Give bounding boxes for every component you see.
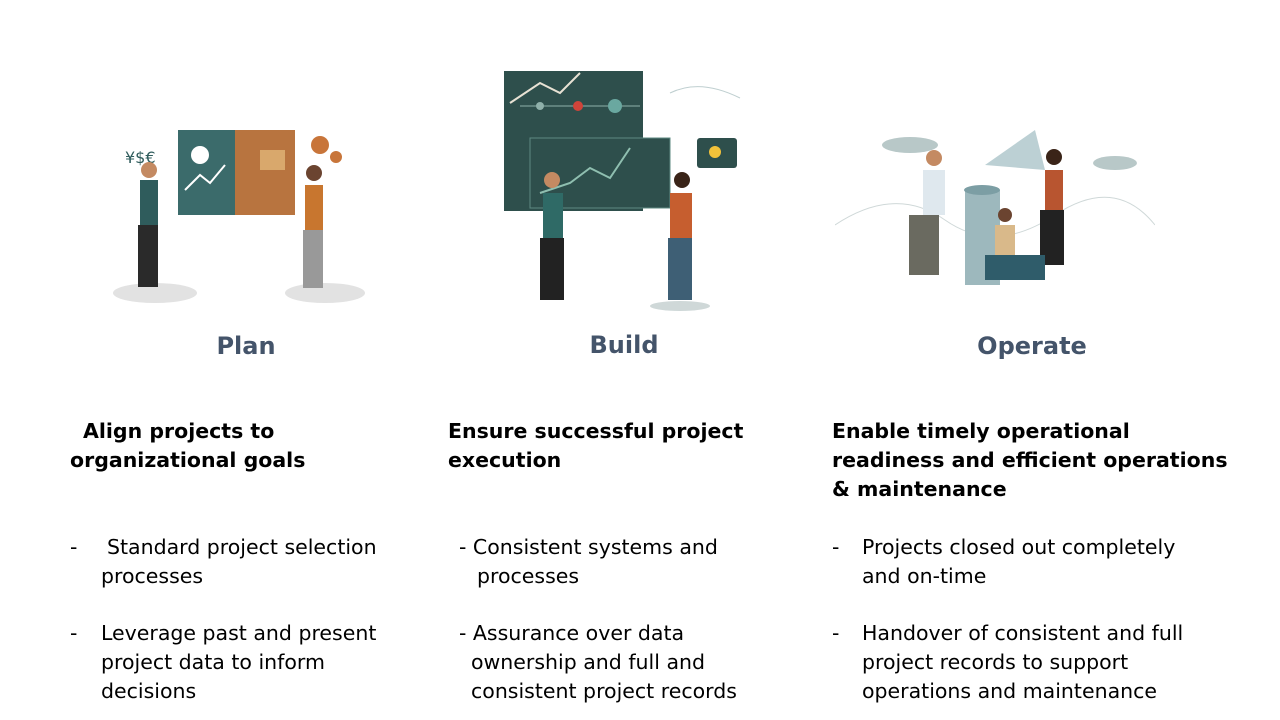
bullet-line: decisions	[101, 679, 197, 703]
bullet-dash: -	[70, 535, 78, 559]
bullet-line: consistent project records	[471, 679, 737, 703]
bullet-line: and on-time	[862, 564, 987, 588]
goal-line: Enable timely operational	[832, 419, 1130, 443]
bullet-dash: -	[832, 535, 840, 559]
bullet-operate-2: - Handover of consistent and full projec…	[832, 619, 1183, 706]
bullet-plan-1: - Standard project selection processes	[70, 533, 377, 591]
operate-illustration	[835, 130, 1155, 285]
bullet-line: processes	[477, 564, 580, 588]
phase-title-operate: Operate	[977, 332, 1087, 360]
bullet-line: project records to support	[862, 650, 1129, 674]
plan-illustration: ¥$€	[113, 130, 365, 303]
goal-line: execution	[448, 448, 562, 472]
bullet-dash: -	[70, 621, 78, 645]
phase-title-plan: Plan	[216, 332, 276, 360]
goal-line: organizational goals	[70, 448, 306, 472]
bullet-line: operations and maintenance	[862, 679, 1158, 703]
goal-operate: Enable timely operational readiness and …	[832, 417, 1228, 504]
bullet-operate-1: - Projects closed out completely and on-…	[832, 533, 1175, 591]
phase-title-build: Build	[589, 331, 659, 359]
bullet-line: - Consistent systems and	[459, 535, 718, 559]
goal-build: Ensure successful project execution	[448, 417, 743, 475]
bullet-line: ownership and full and	[471, 650, 706, 674]
bullet-line: Handover of consistent and full	[862, 621, 1184, 645]
bullet-line: project data to inform	[101, 650, 325, 674]
goal-line: & maintenance	[832, 477, 1007, 501]
bullet-plan-2: - Leverage past and present project data…	[70, 619, 376, 706]
build-illustration	[504, 71, 741, 311]
goal-plan: Align projects to organizational goals	[70, 417, 305, 475]
bullet-build-2: - Assurance over data ownership and full…	[459, 619, 737, 706]
bullet-line: Projects closed out completely	[862, 535, 1176, 559]
bullet-build-1: - Consistent systems and processes	[459, 533, 718, 591]
bullet-line: Leverage past and present	[101, 621, 377, 645]
goal-line: Ensure successful project	[448, 419, 744, 443]
goal-line: Align projects to	[83, 419, 275, 443]
bullet-line: Standard project selection	[107, 535, 377, 559]
bullet-line: - Assurance over data	[459, 621, 685, 645]
bullet-line: processes	[101, 564, 204, 588]
bullet-dash: -	[832, 621, 840, 645]
goal-line: readiness and efficient operations	[832, 448, 1228, 472]
